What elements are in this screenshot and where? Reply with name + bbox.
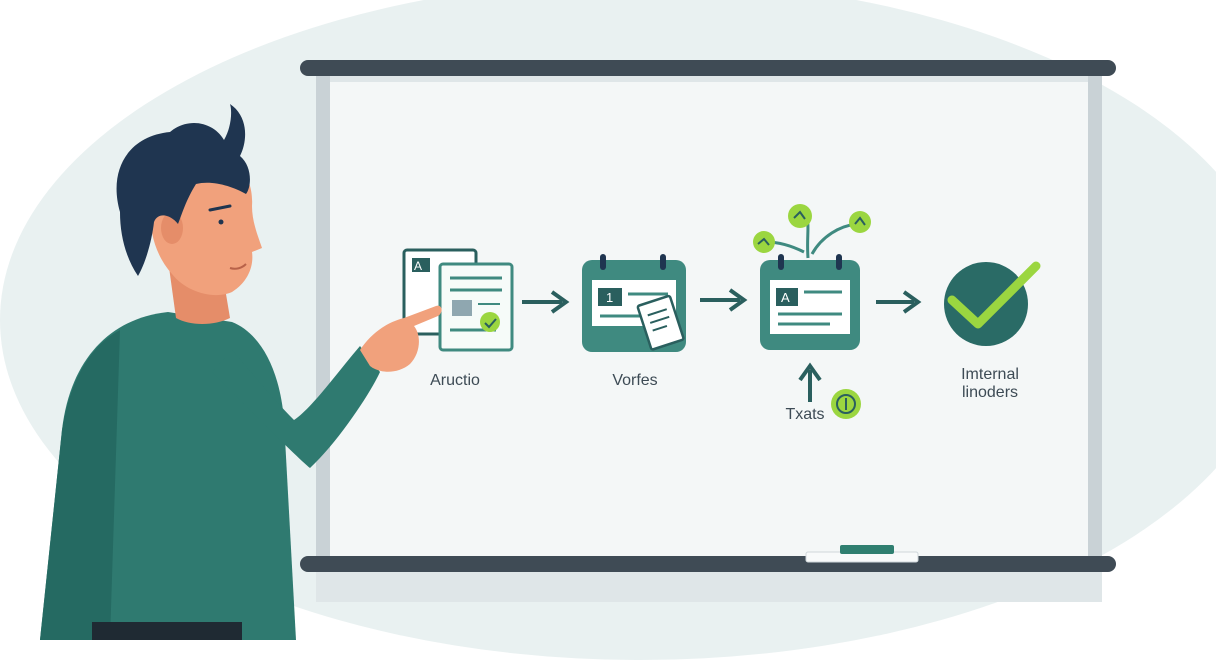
calendar-note-icon: 1 xyxy=(582,254,686,352)
arrow-2 xyxy=(700,288,748,312)
calendar-number: 1 xyxy=(606,290,613,305)
calendar-letter: A xyxy=(781,290,790,305)
presenter xyxy=(40,104,442,640)
arrow-up xyxy=(798,362,822,402)
step-label-2: Vorfes xyxy=(612,372,658,389)
pointing-hand xyxy=(360,305,442,372)
step-label-3: Txats xyxy=(785,406,825,423)
arrow-3 xyxy=(876,290,922,314)
documents-icon: A xyxy=(402,248,514,352)
board-bottom-rail xyxy=(300,556,1116,572)
hair xyxy=(116,104,250,276)
arrow-1 xyxy=(522,290,570,314)
leaf-badge-icon xyxy=(831,389,861,419)
calendar-plant-icon: A xyxy=(753,204,871,350)
marker[interactable] xyxy=(840,545,894,554)
doc-letter: A xyxy=(414,259,422,273)
presentation-scene: A 1 xyxy=(40,60,1116,640)
step-label-4: Imternal linoders xyxy=(961,366,1019,401)
step-label-1: Aructio xyxy=(430,372,480,389)
checkmark-icon xyxy=(944,261,1041,346)
board-top-rail xyxy=(300,60,1116,76)
